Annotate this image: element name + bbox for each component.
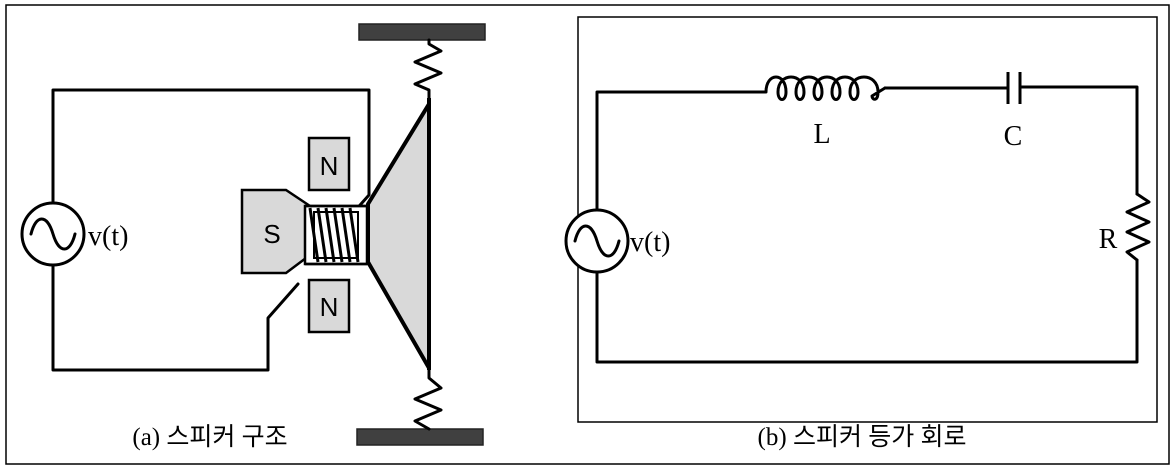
inductor-label: L xyxy=(813,119,830,150)
figure-border xyxy=(5,4,1170,465)
capacitor: C xyxy=(1004,72,1023,152)
magnet-north-top xyxy=(307,136,351,192)
ac-source-a: v(t) xyxy=(20,201,128,267)
source-label-a: v(t) xyxy=(88,221,128,252)
bottom-spring xyxy=(413,368,443,431)
sine-wave-icon-b xyxy=(573,224,621,258)
capacitor-label: C xyxy=(1004,121,1023,152)
magnet-north-bottom-label: N xyxy=(320,292,339,322)
top-mount-plate xyxy=(358,23,486,41)
panel-a-speaker-structure: v(t) S N N (a) 스피커 구 xyxy=(20,23,486,451)
inductor: L xyxy=(755,75,887,150)
magnet-north-bottom xyxy=(307,278,351,334)
magnet-north-top-label: N xyxy=(320,151,339,181)
source-label-b: v(t) xyxy=(630,227,670,258)
speaker-cone xyxy=(366,102,431,370)
sine-wave-icon xyxy=(29,217,77,251)
ac-source-b: v(t) xyxy=(564,208,670,274)
caption-a: (a) 스피커 구조 xyxy=(132,423,287,451)
inductor-coil xyxy=(755,75,887,101)
circuit-wire-b xyxy=(595,85,1139,364)
resistor: R xyxy=(1099,192,1151,262)
resistor-zigzag xyxy=(1125,192,1151,262)
bottom-mount-plate xyxy=(356,428,484,446)
resistor-label: R xyxy=(1099,224,1118,255)
voice-coil-windings xyxy=(308,207,360,263)
panel-b-equivalent-circuit: L C R v(t) (b) 스피커 등가 회로 xyxy=(564,16,1158,451)
magnet-south-label: S xyxy=(263,219,280,249)
caption-b: (b) 스피커 등가 회로 xyxy=(758,423,967,451)
top-spring xyxy=(413,38,443,100)
speaker-circuit-wire xyxy=(51,88,371,372)
